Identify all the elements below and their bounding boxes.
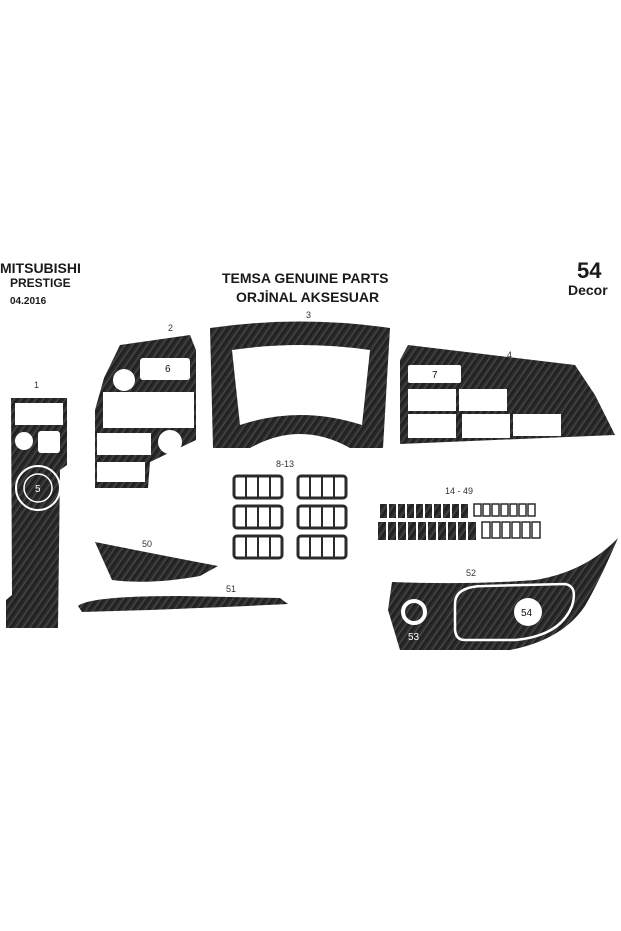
label-1: 1 [34, 380, 39, 390]
label-51: 51 [226, 584, 236, 594]
label-8-13: 8-13 [276, 459, 294, 469]
parts-14-49: 14 - 49 [378, 486, 541, 540]
part-52: 52 53 54 [388, 538, 618, 650]
model-name: PRESTIGE [10, 276, 71, 290]
label-53: 53 [408, 632, 420, 643]
kit-type: Decor [568, 282, 608, 298]
part-50: 50 [95, 539, 218, 582]
parts-8-13: 8-13 [232, 459, 348, 560]
label-5: 5 [35, 484, 41, 495]
part-2: 2 6 [95, 323, 196, 488]
label-4: 4 [507, 350, 512, 360]
release-date: 04.2016 [10, 296, 47, 307]
title-line-2: ORJİNAL AKSESUAR [236, 289, 380, 305]
part-51: 51 [78, 584, 288, 612]
title-line-1: TEMSA GENUINE PARTS [222, 270, 389, 286]
part-4: 4 7 [400, 345, 615, 444]
label-52: 52 [466, 568, 476, 578]
label-6: 6 [165, 364, 171, 375]
part-3: 3 [210, 310, 390, 448]
label-14-49: 14 - 49 [445, 486, 473, 496]
label-7: 7 [432, 370, 438, 381]
label-54: 54 [521, 608, 533, 619]
label-50: 50 [142, 539, 152, 549]
brand-name: MITSUBISHI [0, 260, 81, 276]
label-2: 2 [168, 323, 173, 333]
label-3: 3 [306, 310, 311, 320]
piece-count: 54 [577, 258, 602, 283]
part-1: 1 5 [6, 380, 67, 628]
